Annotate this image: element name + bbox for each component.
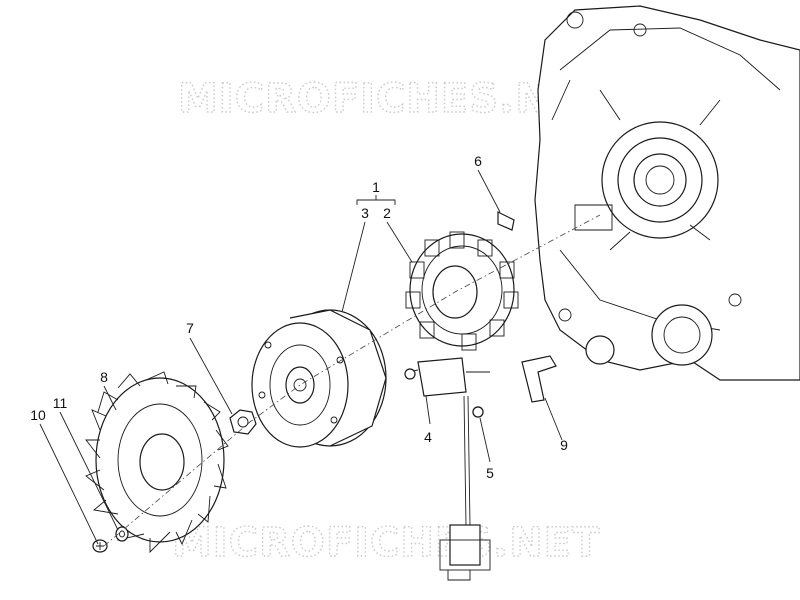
washer bbox=[115, 526, 129, 542]
sensor-screw bbox=[472, 406, 484, 418]
cooling-fan bbox=[85, 371, 229, 554]
leader-lines bbox=[39, 169, 563, 545]
crankcase bbox=[534, 5, 800, 381]
screw bbox=[92, 539, 108, 553]
callout-11: 11 bbox=[53, 395, 68, 411]
watermark-top: MICROFICHES.NET bbox=[178, 76, 606, 122]
callout-2: 2 bbox=[383, 205, 391, 221]
callout-7: 7 bbox=[186, 320, 194, 336]
woodruff-key bbox=[497, 211, 515, 231]
bracket bbox=[521, 355, 557, 403]
callout-5: 5 bbox=[486, 465, 494, 481]
callout-4: 4 bbox=[424, 429, 432, 445]
callout-8: 8 bbox=[100, 369, 108, 385]
flywheel-nut bbox=[229, 409, 257, 435]
callout-1: 1 bbox=[372, 179, 380, 195]
callout-9: 9 bbox=[560, 437, 568, 453]
callout-3: 3 bbox=[361, 205, 369, 221]
assembly-axis bbox=[103, 214, 601, 547]
callout-6: 6 bbox=[474, 153, 482, 169]
watermark-bottom: MICROFICHES.NET bbox=[172, 520, 600, 566]
stator bbox=[405, 231, 519, 351]
flywheel-rotor bbox=[251, 309, 387, 448]
callout-10: 10 bbox=[30, 407, 46, 423]
